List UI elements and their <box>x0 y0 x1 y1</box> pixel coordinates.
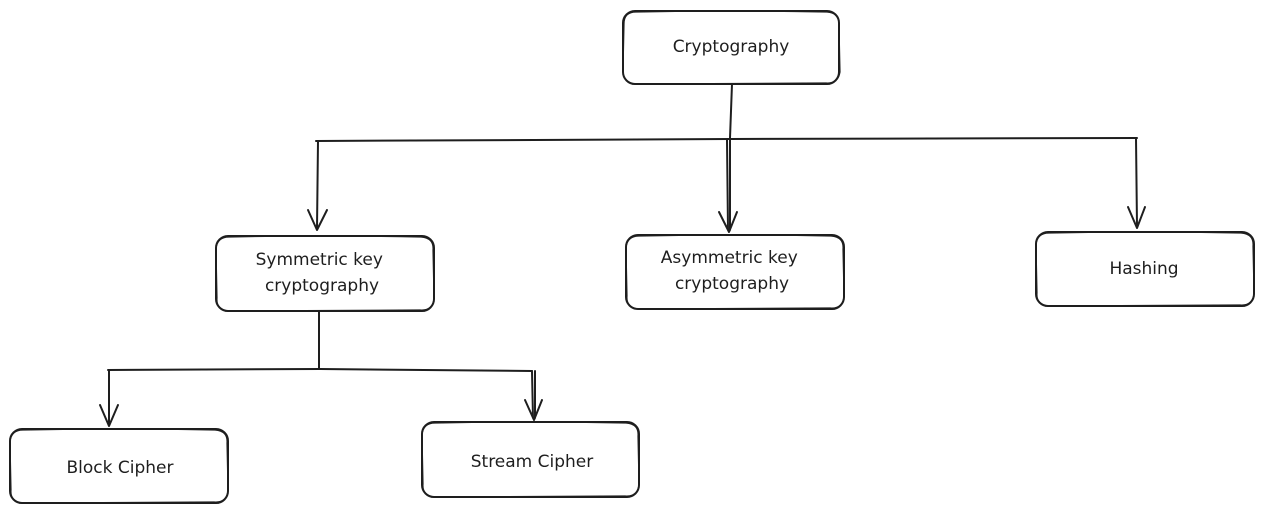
node-symmetric-label: Symmetric key cryptography <box>256 250 389 296</box>
node-stream-cipher[interactable]: Stream Cipher <box>421 421 640 498</box>
node-block-cipher-line-1: Block Cipher <box>67 458 174 478</box>
node-cryptography-label: Cryptography <box>673 37 790 57</box>
connectors-cryptography-children <box>307 83 1146 233</box>
node-cryptography[interactable]: Cryptography <box>622 10 841 85</box>
arrow-to-asymmetric <box>718 139 738 233</box>
connectors-symmetric-children <box>99 311 543 427</box>
node-hashing-line-1: Hashing <box>1109 259 1178 279</box>
node-block-cipher[interactable]: Block Cipher <box>9 428 229 504</box>
node-hashing-label: Hashing <box>1109 259 1178 279</box>
node-block-cipher-label: Block Cipher <box>67 458 174 478</box>
node-cryptography-line-1: Cryptography <box>673 37 790 57</box>
connector-root-stem <box>729 83 733 139</box>
arrow-to-symmetric <box>307 140 328 231</box>
connector-symmetric-bus <box>107 368 533 372</box>
node-symmetric-line-1: Symmetric key <box>256 250 383 270</box>
node-hashing[interactable]: Hashing <box>1035 231 1255 307</box>
arrow-to-hashing <box>1127 137 1146 229</box>
node-symmetric-key-cryptography[interactable]: Symmetric key cryptography <box>215 235 435 312</box>
node-stream-cipher-label: Stream Cipher <box>471 452 594 472</box>
arrow-to-stream-cipher <box>524 370 543 421</box>
node-asymmetric-label: Asymmetric key cryptography <box>661 248 803 294</box>
node-asymmetric-line-2: cryptography <box>675 274 789 294</box>
node-asymmetric-key-cryptography[interactable]: Asymmetric key cryptography <box>625 234 845 310</box>
node-symmetric-line-2: cryptography <box>265 276 379 296</box>
node-stream-cipher-line-1: Stream Cipher <box>471 452 594 472</box>
arrow-to-block-cipher <box>99 369 119 427</box>
node-asymmetric-line-1: Asymmetric key <box>661 248 798 268</box>
